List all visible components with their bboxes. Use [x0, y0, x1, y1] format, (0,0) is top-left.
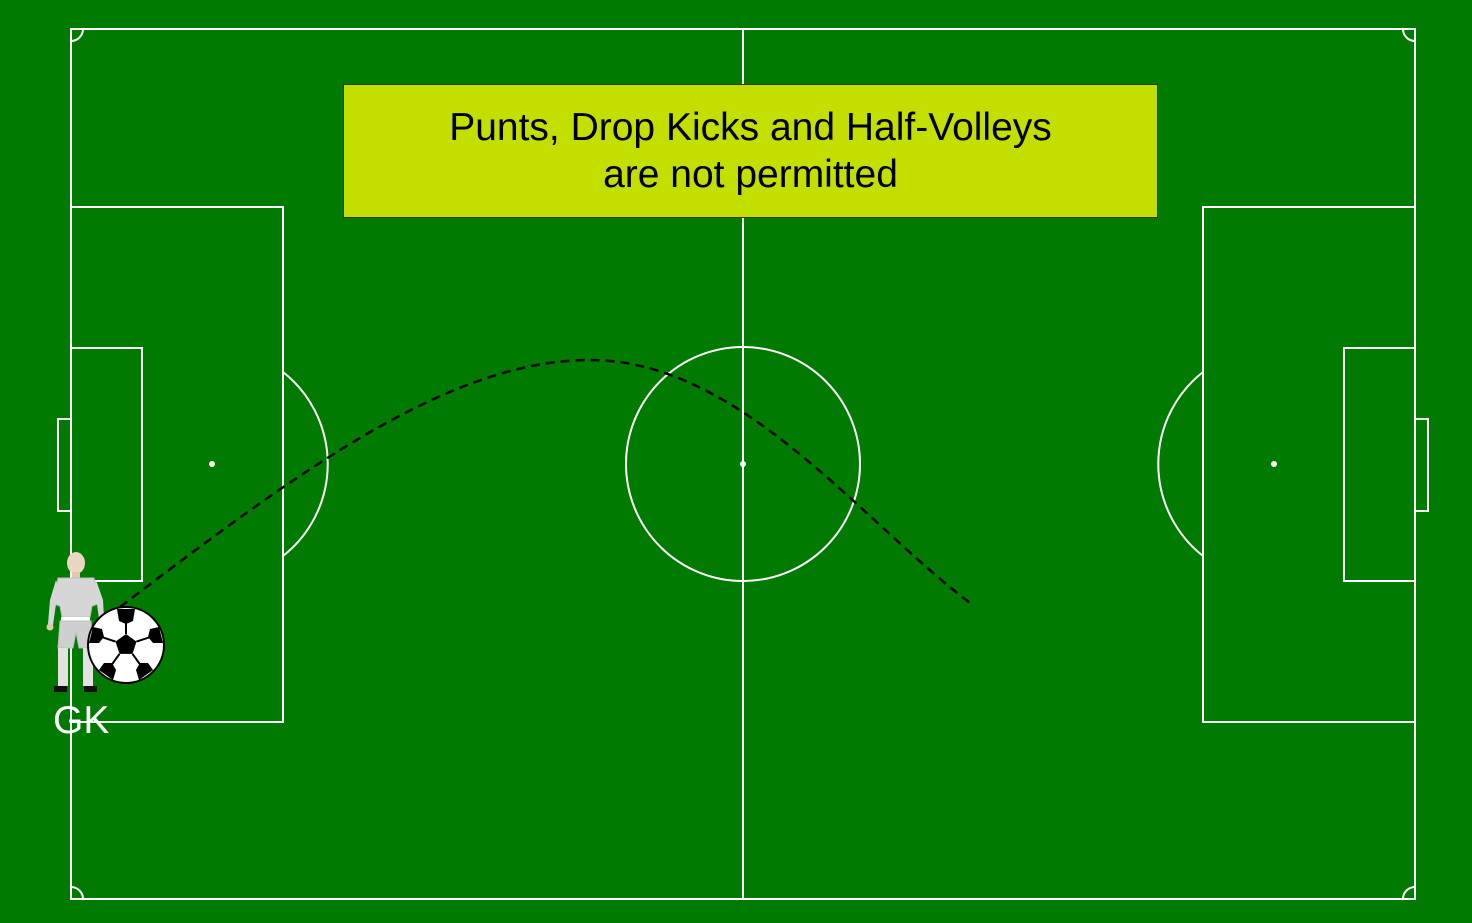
rule-callout-line-1: Punts, Drop Kicks and Half-Volleys [449, 106, 1052, 149]
corner-arc-top-right [1402, 28, 1416, 42]
left-penalty-area [71, 206, 284, 723]
corner-arc-bottom-left [70, 886, 84, 900]
right-penalty-arc [1157, 371, 1204, 557]
left-goal [57, 418, 71, 512]
goalkeeper-figure-icon [46, 552, 106, 692]
right-penalty-spot [1271, 461, 1277, 467]
center-circle [625, 346, 861, 582]
goalkeeper-label: GK [53, 699, 110, 742]
rule-callout-line-2: are not permitted [603, 153, 898, 196]
ball-trajectory [119, 358, 971, 608]
corner-arc-top-left [70, 28, 84, 42]
center-spot [740, 461, 746, 467]
left-penalty-spot [209, 461, 215, 467]
corner-arc-bottom-right [1402, 886, 1416, 900]
right-goal [1415, 418, 1429, 512]
left-penalty-arc [282, 371, 329, 557]
soccer-ball-icon [87, 606, 165, 684]
rule-callout: Punts, Drop Kicks and Half-Volleys are n… [343, 84, 1158, 218]
right-penalty-area [1202, 206, 1415, 723]
right-goal-area [1343, 347, 1415, 582]
left-goal-area [71, 347, 143, 582]
